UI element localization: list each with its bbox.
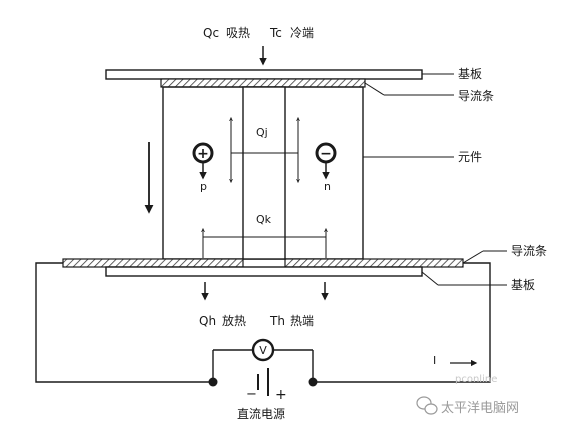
watermark-faint-text: pconline (455, 374, 497, 385)
circuit-wire-right (313, 262, 491, 383)
cold-end-label: 冷端 (290, 26, 314, 40)
voltmeter-symbol: V (259, 344, 267, 357)
absorb-heat-label: 吸热 (226, 26, 250, 40)
n-type-label: n (324, 180, 331, 193)
bottom-substrate (105, 266, 423, 277)
plus-symbol: + (197, 146, 209, 162)
top-conductor-strip (160, 78, 366, 88)
qc-label: Qc (203, 26, 219, 40)
top-substrate (105, 69, 423, 80)
top-conductor-label: 导流条 (458, 89, 494, 103)
tc-label: Tc (269, 26, 282, 40)
th-label: Th (269, 314, 285, 328)
bottom-left-conductor-strip (62, 258, 244, 268)
center-gap (242, 86, 286, 260)
wechat-icon (416, 396, 438, 415)
bottom-substrate-leader (421, 271, 439, 286)
qj-label: Qj (256, 126, 268, 139)
circuit-wire-left (35, 262, 213, 383)
watermark-brand: 太平洋电脑网 (441, 401, 519, 416)
battery-minus-symbol: − (246, 387, 257, 402)
qh-label: Qh (199, 314, 216, 328)
bottom-right-conductor-strip (284, 258, 464, 268)
top-substrate-label: 基板 (458, 67, 482, 81)
p-type-label: p (200, 180, 207, 193)
bottom-conductor-label: 导流条 (511, 244, 547, 258)
battery-gap (259, 380, 267, 384)
power-supply-label: 直流电源 (237, 407, 285, 421)
hot-end-label: 热端 (290, 314, 314, 328)
element-label: 元件 (458, 150, 482, 164)
current-label: I (433, 354, 436, 367)
minus-symbol: − (320, 146, 332, 162)
top-conductor-leader (364, 82, 385, 96)
release-heat-label: 放热 (222, 313, 246, 328)
qk-label: Qk (256, 213, 272, 226)
bottom-substrate-label: 基板 (511, 278, 535, 292)
voltmeter-icon (251, 338, 275, 362)
bottom-conductor-leader (462, 250, 484, 264)
battery-plus-symbol: + (275, 387, 287, 403)
